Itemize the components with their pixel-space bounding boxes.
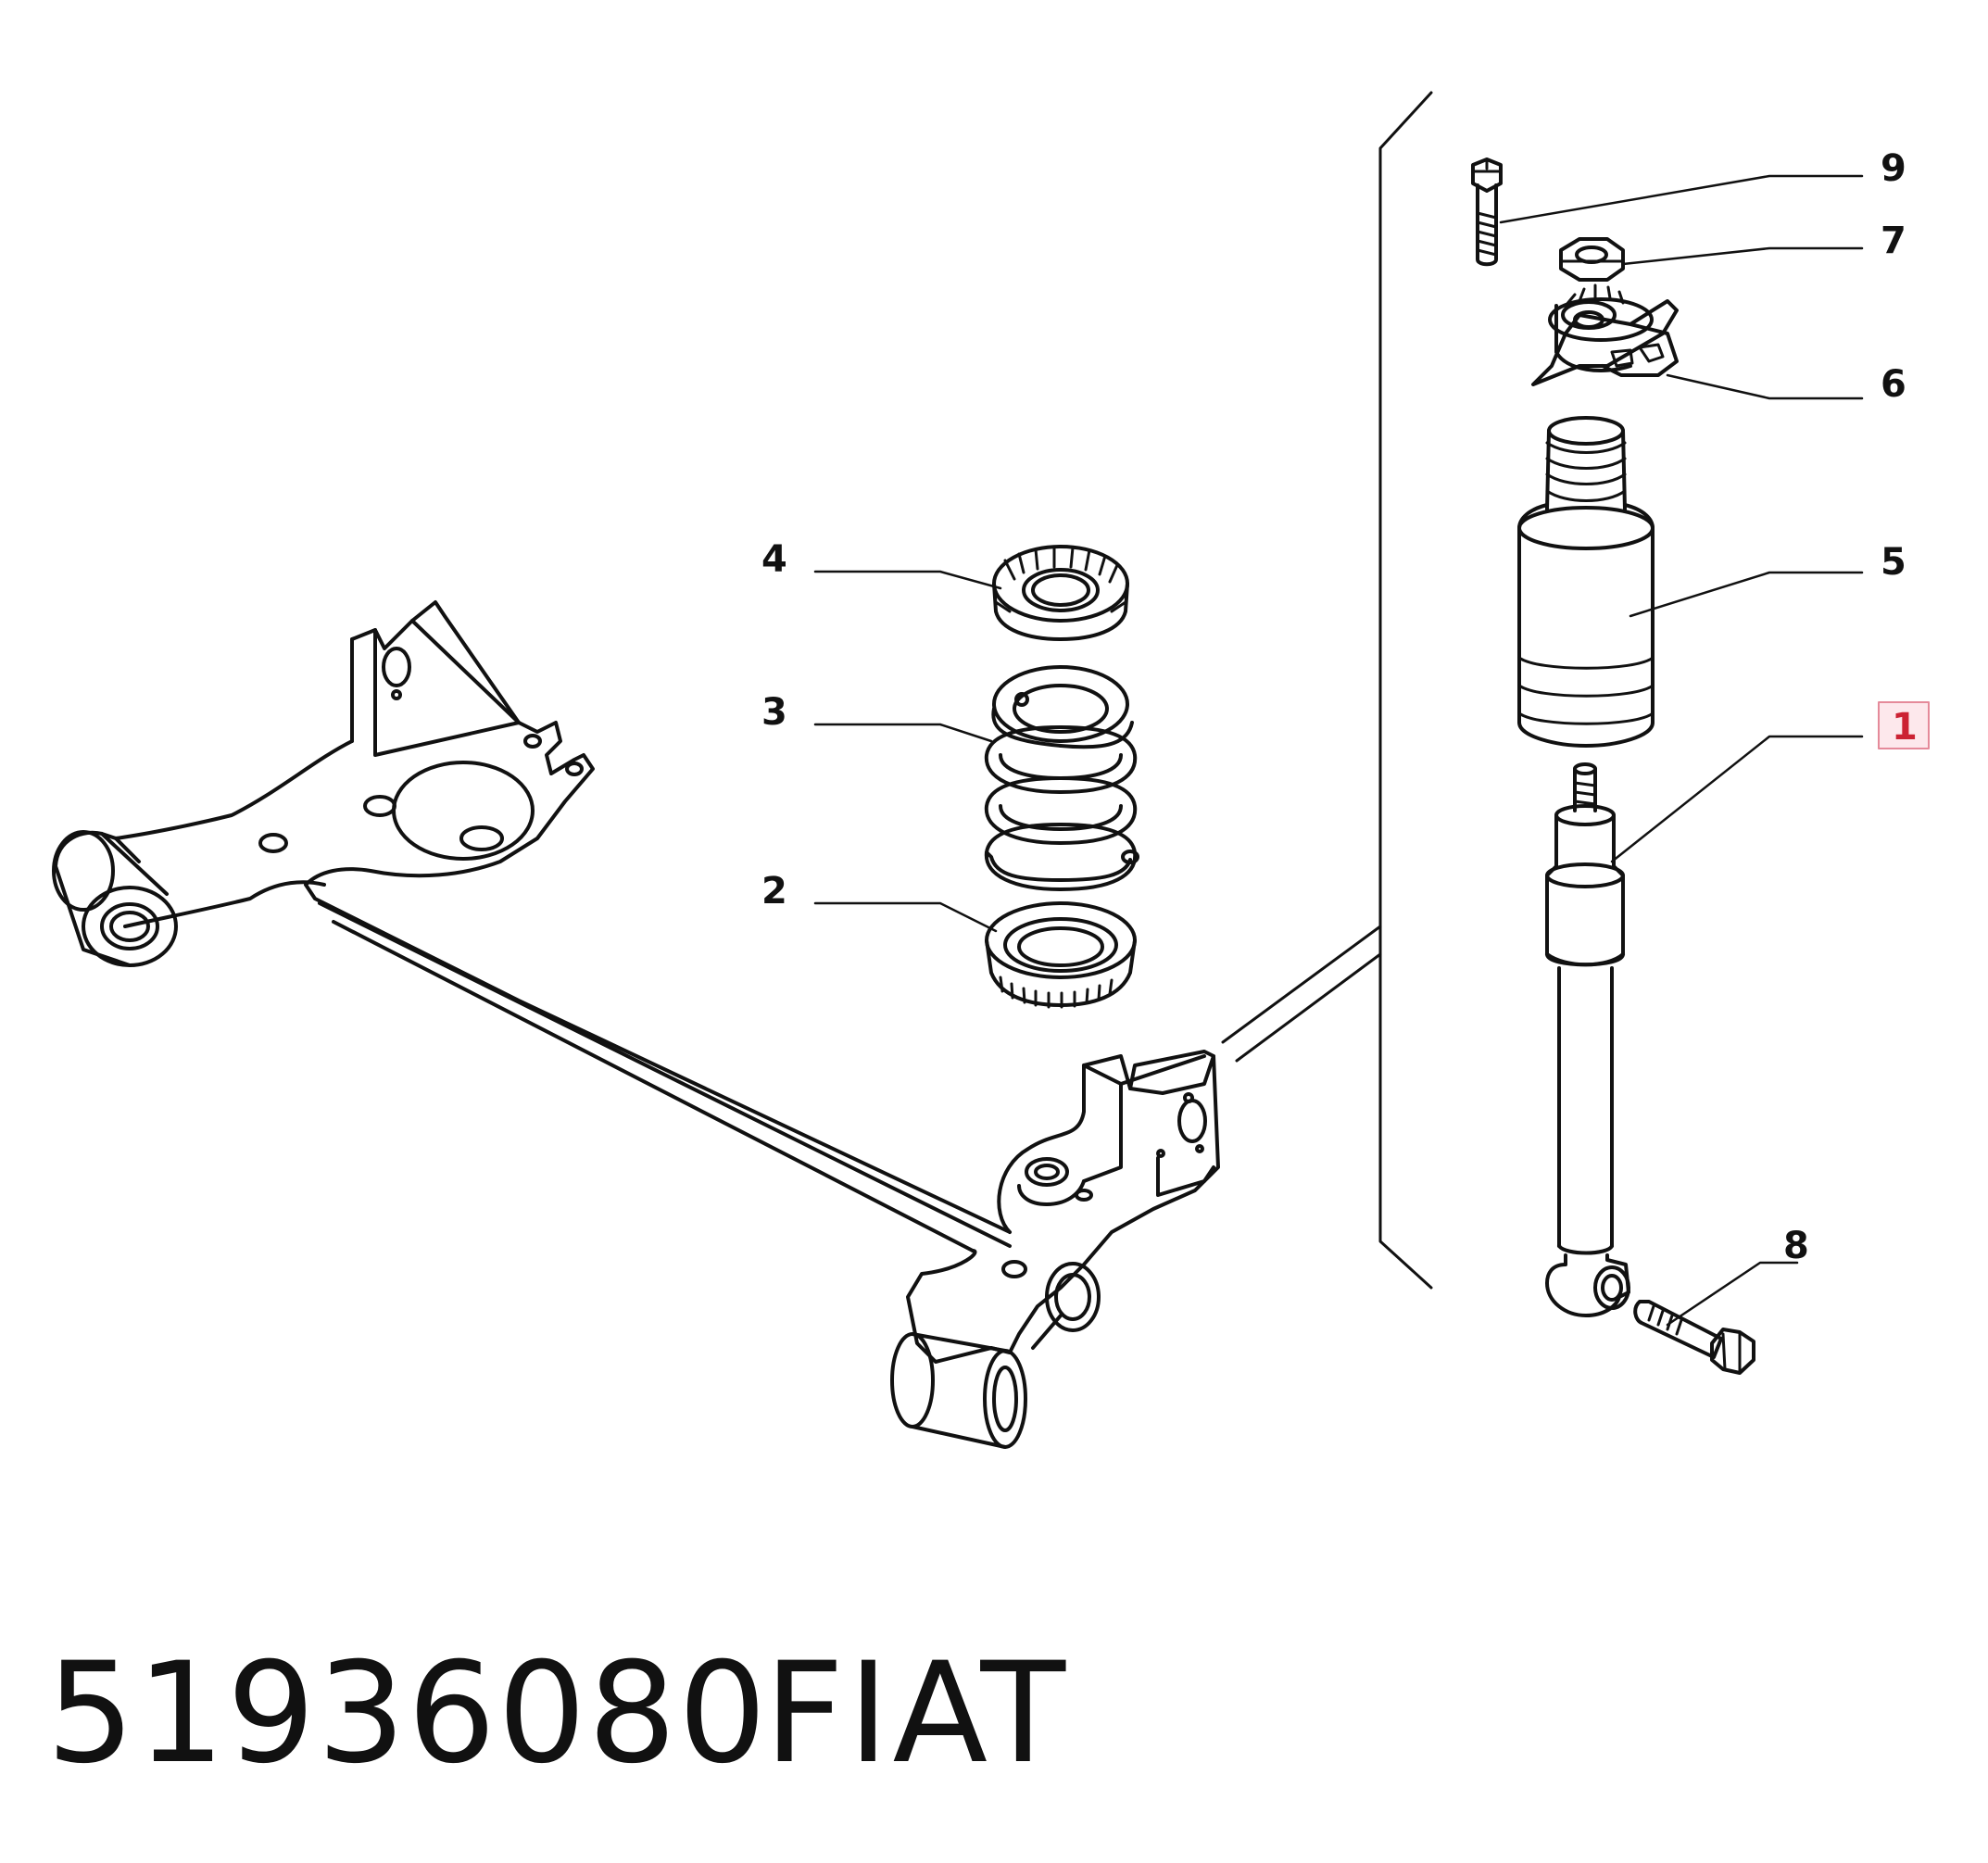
dust-boot — [1519, 418, 1653, 746]
callout-6[interactable]: 6 — [1881, 363, 1906, 406]
callout-4[interactable]: 4 — [761, 538, 787, 581]
leader-7 — [1623, 248, 1862, 264]
callout-1[interactable]: 1 — [1892, 706, 1918, 749]
leader-3 — [815, 724, 991, 741]
upper-spring-pad — [994, 547, 1127, 639]
callout-9[interactable]: 9 — [1881, 147, 1906, 190]
part-number: 51936080 — [46, 1633, 769, 1794]
coil-spring — [987, 667, 1138, 889]
rear-axle-beam — [54, 602, 1218, 1447]
leader-4 — [815, 572, 1000, 588]
lower-spring-pad — [987, 903, 1135, 1007]
callout-1-highlight-box — [1879, 702, 1929, 749]
callout-2[interactable]: 2 — [761, 870, 787, 913]
callout-5[interactable]: 5 — [1881, 541, 1906, 584]
callout-3[interactable]: 3 — [761, 691, 787, 734]
top-nut — [1561, 239, 1623, 280]
leader-5 — [1630, 573, 1862, 616]
brand-name: FIAT — [764, 1633, 1070, 1794]
top-mount — [1533, 285, 1677, 384]
shock-absorber — [1547, 764, 1629, 1315]
callout-7[interactable]: 7 — [1881, 220, 1906, 262]
callout-labels: 9 7 6 5 1 8 4 3 2 — [761, 147, 1918, 1267]
leader-2 — [815, 903, 996, 931]
top-bolt — [1473, 159, 1501, 264]
leader-9 — [1501, 176, 1862, 222]
leader-lines — [815, 176, 1862, 1325]
leader-6 — [1667, 375, 1862, 398]
leader-1 — [1612, 736, 1862, 862]
lower-bolt — [1635, 1302, 1754, 1373]
group-bracket — [1223, 93, 1431, 1288]
leader-8 — [1667, 1263, 1797, 1325]
callout-8[interactable]: 8 — [1783, 1225, 1809, 1267]
